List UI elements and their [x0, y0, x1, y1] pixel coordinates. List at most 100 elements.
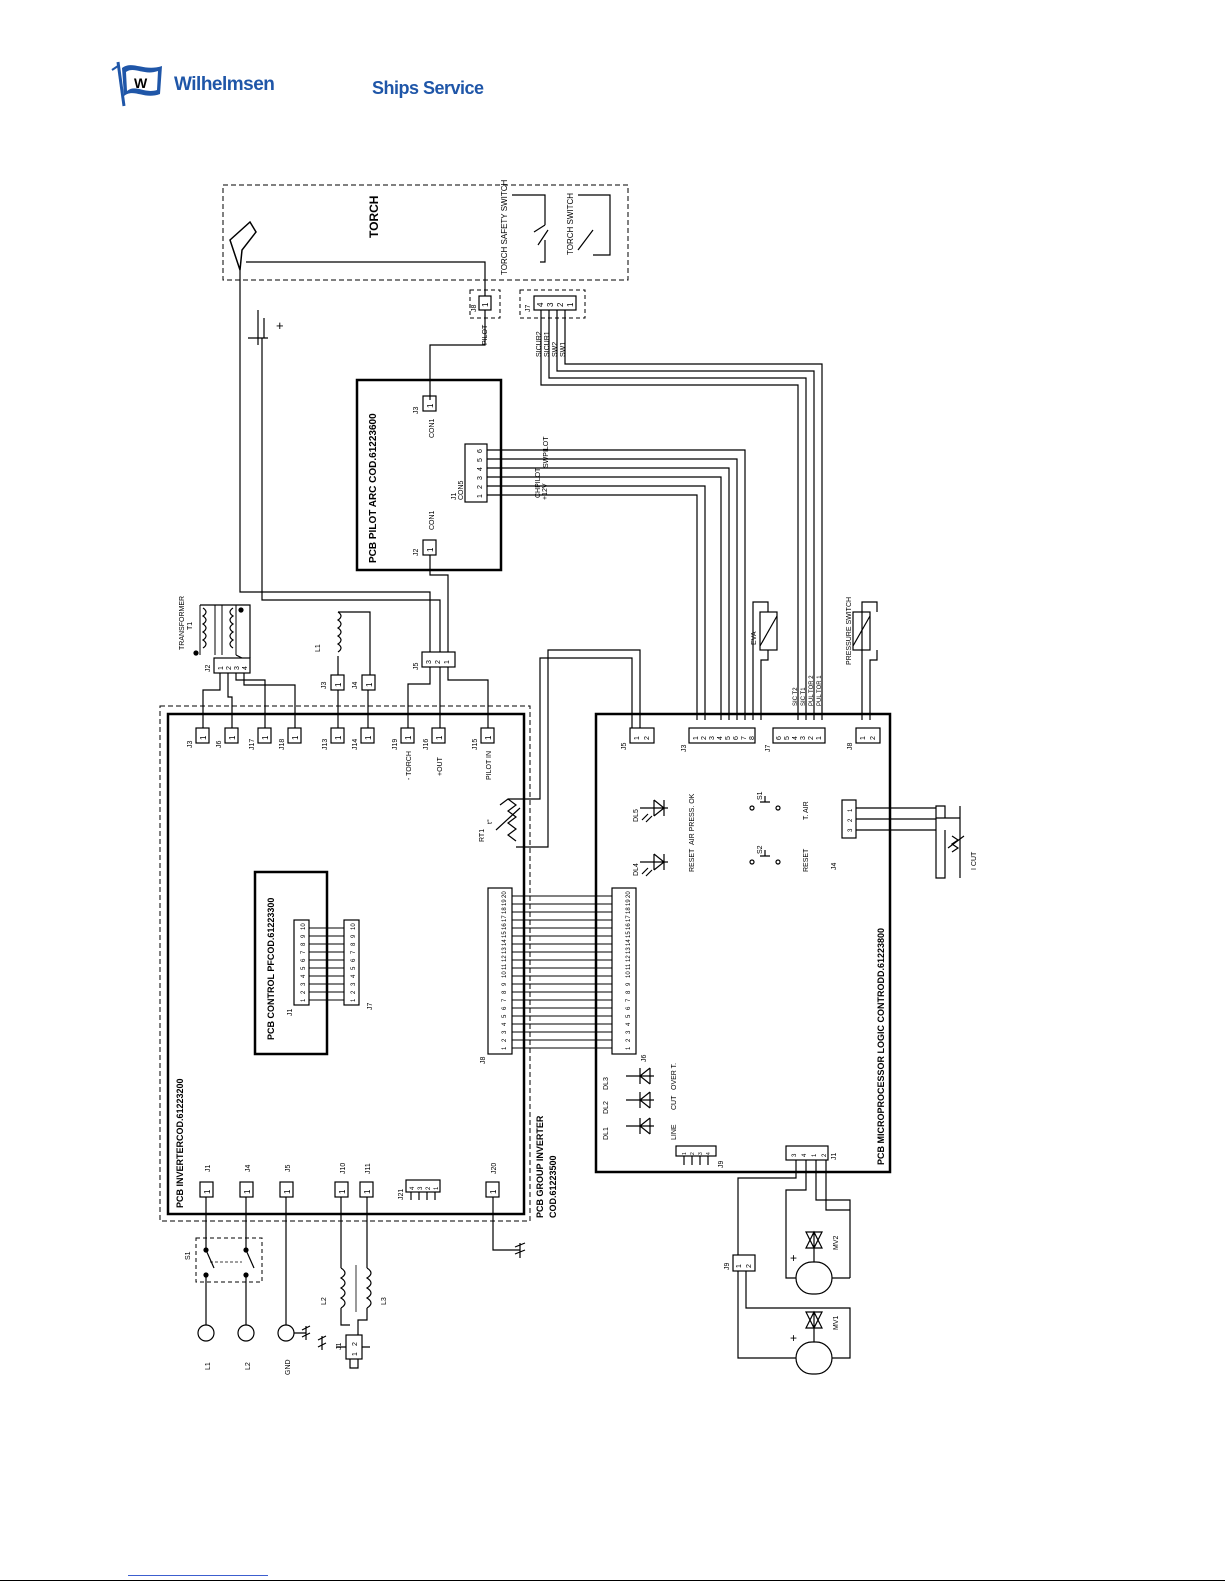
- footer-rule: [0, 1580, 1225, 1581]
- svg-text:1: 1: [218, 666, 225, 670]
- svg-text:4: 4: [792, 736, 799, 740]
- svg-text:1: 1: [693, 736, 700, 740]
- svg-text:2: 2: [870, 736, 877, 740]
- svg-text:1: 1: [489, 1189, 498, 1194]
- torch-safety-switch-label: TORCH SAFETY SWITCH: [500, 180, 509, 275]
- svg-text:+: +: [790, 1251, 797, 1265]
- svg-text:2: 2: [352, 1342, 359, 1346]
- svg-text:L3: L3: [381, 1297, 388, 1305]
- svg-text:5: 5: [784, 736, 791, 740]
- svg-text:I CUT: I CUT: [971, 851, 978, 870]
- pfc-title: PCB CONTROL PFCOD.61223300: [266, 898, 276, 1040]
- svg-text:PCB GROUP INVERTER: PCB GROUP INVERTER: [535, 1115, 545, 1218]
- pin-number: 9: [351, 934, 357, 938]
- pin-number: 11: [502, 963, 508, 970]
- pin-number: 1: [626, 1046, 632, 1050]
- svg-text:J5: J5: [621, 743, 628, 751]
- svg-text:1: 1: [812, 1153, 818, 1157]
- pin-number: 1: [502, 1046, 508, 1050]
- logo-letter: W: [134, 75, 148, 91]
- footer-link-underline[interactable]: [128, 1575, 268, 1576]
- pin-number: 12: [502, 955, 508, 962]
- svg-text:J18: J18: [279, 739, 286, 750]
- svg-text:1: 1: [435, 735, 444, 740]
- pin-number: 4: [351, 974, 357, 978]
- svg-text:J1: J1: [336, 1343, 343, 1351]
- svg-text:J4: J4: [245, 1165, 252, 1173]
- pin-number: 6: [351, 958, 357, 962]
- svg-text:1: 1: [291, 735, 300, 740]
- torch-switch-label: TORCH SWITCH: [566, 193, 575, 255]
- svg-text:1: 1: [682, 1152, 688, 1155]
- svg-text:J1: J1: [831, 1153, 838, 1161]
- torch-nozzle-icon: [229, 220, 257, 271]
- svg-text:CHPILOT: CHPILOT: [535, 467, 542, 498]
- svg-text:1: 1: [481, 302, 490, 307]
- svg-text:T1: T1: [187, 622, 194, 630]
- svg-text:J13: J13: [322, 739, 329, 750]
- pin-number: 18: [626, 907, 632, 914]
- svg-text:5: 5: [477, 458, 484, 462]
- svg-text:3: 3: [792, 1153, 798, 1157]
- pin-number: 12: [626, 955, 632, 962]
- pin-number: 19: [502, 899, 508, 906]
- svg-text:J1: J1: [205, 1165, 212, 1173]
- pin-number: 18: [502, 907, 508, 914]
- svg-text:DL4: DL4: [633, 863, 640, 876]
- pin-number: 8: [301, 942, 307, 946]
- svg-text:4: 4: [410, 1186, 416, 1190]
- pin-number: 10: [502, 971, 508, 978]
- pin-number: 14: [626, 939, 632, 946]
- svg-text:2: 2: [690, 1152, 696, 1155]
- pin-number: 2: [502, 1038, 508, 1042]
- svg-text:L2: L2: [245, 1362, 252, 1370]
- pin-number: 5: [351, 966, 357, 970]
- svg-text:J2: J2: [413, 549, 420, 557]
- svg-text:MV1: MV1: [833, 1316, 840, 1331]
- svg-text:1: 1: [364, 735, 373, 740]
- svg-text:J4: J4: [352, 682, 359, 690]
- solenoid-valves: 1 2 J9 MV2 + MV1 +: [724, 1160, 851, 1375]
- svg-text:5: 5: [725, 736, 732, 740]
- svg-text:6: 6: [776, 736, 783, 740]
- ribbon-cable: [512, 895, 612, 1049]
- svg-text:J20: J20: [491, 1163, 498, 1174]
- svg-text:4: 4: [242, 666, 249, 670]
- pin-number: 6: [301, 958, 307, 962]
- document-header: W Wilhelmsen Ships Service: [110, 58, 530, 110]
- svg-text:1: 1: [283, 1189, 292, 1194]
- svg-text:J19: J19: [392, 739, 399, 750]
- pin-number: 13: [626, 947, 632, 954]
- pin-number: 10: [351, 923, 357, 930]
- svg-text:J14: J14: [352, 739, 359, 750]
- svg-text:3: 3: [709, 736, 716, 740]
- svg-text:J1: J1: [287, 1009, 294, 1017]
- svg-text:1: 1: [484, 735, 493, 740]
- svg-text:J21: J21: [398, 1189, 405, 1200]
- inductor-l1: L1 1 J3 1 J4: [315, 611, 376, 691]
- svg-text:PILOT IN: PILOT IN: [486, 751, 493, 780]
- svg-text:L2: L2: [321, 1297, 328, 1305]
- svg-text:1: 1: [352, 1352, 359, 1356]
- svg-text:S1: S1: [757, 791, 764, 800]
- svg-text:J2: J2: [205, 665, 212, 673]
- svg-text:J16: J16: [423, 739, 430, 750]
- svg-text:3: 3: [234, 666, 241, 670]
- svg-text:SW1: SW1: [560, 342, 567, 357]
- svg-text:1: 1: [434, 1186, 440, 1190]
- pin-number: 5: [301, 966, 307, 970]
- led-dl4-icon: DL4 RESET: [633, 848, 696, 877]
- pin-number: 3: [626, 1030, 632, 1034]
- torch-safety-switch-icon: [512, 194, 546, 263]
- pin-number: 10: [626, 971, 632, 978]
- pilot-arc-title: PCB PILOT ARC COD.61223600: [368, 413, 379, 563]
- eva-solenoid: EVA: [751, 601, 778, 720]
- svg-text:PRESSURE SWITCH: PRESSURE SWITCH: [846, 597, 853, 665]
- plus-sign: +: [276, 318, 284, 333]
- led-dl3-icon: DL3 OVER T.: [603, 1063, 678, 1090]
- svg-text:J3: J3: [413, 407, 420, 415]
- svg-text:4: 4: [717, 736, 724, 740]
- svg-text:2: 2: [435, 660, 442, 664]
